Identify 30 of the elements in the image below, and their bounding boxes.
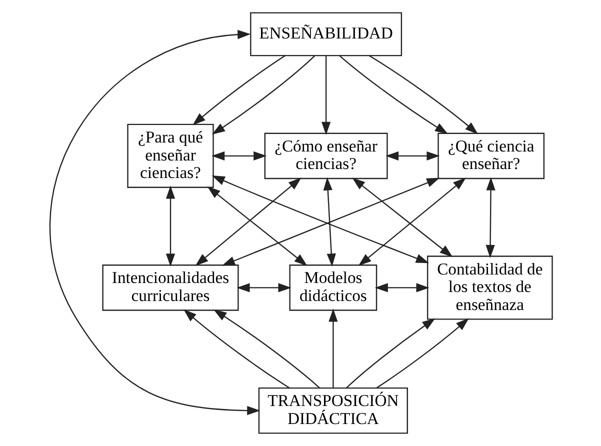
arrow	[236, 283, 291, 292]
node-box: ¿Qué ciencia enseñar?	[437, 132, 544, 180]
arrow	[320, 56, 330, 135]
arrow	[385, 151, 440, 160]
arrow	[183, 309, 290, 388]
arrow	[358, 178, 466, 266]
node-box: Contabilidad de los textos de enseñnaza	[426, 256, 552, 320]
arrow	[192, 55, 286, 126]
arrow	[206, 186, 307, 266]
arrow	[485, 177, 495, 258]
arrow	[322, 177, 336, 267]
node-box: Modelos didácticos	[288, 264, 377, 311]
node-box: Intencionalidades curriculares	[102, 264, 238, 311]
arrow	[328, 308, 338, 388]
arrow	[194, 178, 301, 266]
arrow	[368, 55, 478, 134]
arrow	[338, 55, 448, 134]
node-box: TRANSPOSICIÓN DIDÁCTICA	[258, 387, 408, 434]
arrow	[211, 151, 266, 160]
arrow	[376, 318, 468, 388]
arrow	[352, 178, 452, 258]
arrow	[165, 186, 175, 267]
arrow	[374, 283, 429, 292]
arrow	[213, 309, 320, 388]
node-box: ¿Para qué enseñar ciencias?	[126, 124, 214, 188]
node-box: ¿Cómo enseñar ciencias?	[264, 132, 388, 180]
arrow	[211, 55, 315, 135]
node-box: ENSEÑABILIDAD	[250, 12, 402, 56]
arrow	[49, 30, 260, 416]
arrow	[346, 318, 435, 388]
